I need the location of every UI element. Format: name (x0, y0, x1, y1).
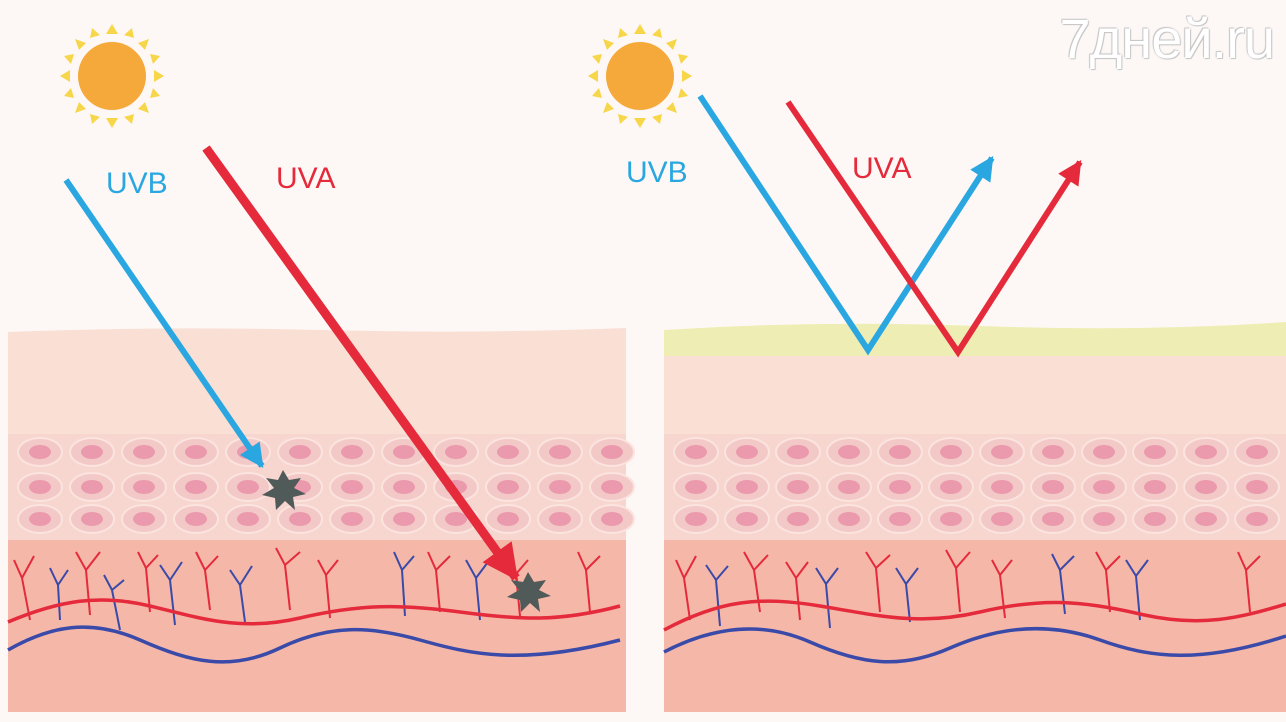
cell-nucleus (497, 480, 519, 494)
cell-nucleus (393, 512, 415, 526)
cell-nucleus (237, 480, 259, 494)
cell-nucleus (1042, 480, 1064, 494)
left-dermis (8, 540, 626, 712)
cell-nucleus (393, 445, 415, 459)
cell-nucleus (1144, 512, 1166, 526)
cell-nucleus (1093, 480, 1115, 494)
left-uva-label: UVA (276, 162, 335, 195)
cell-nucleus (29, 480, 51, 494)
left-uvb-label: UVB (106, 167, 168, 200)
cell-nucleus (1246, 445, 1268, 459)
cell-nucleus (133, 480, 155, 494)
cell-nucleus (736, 480, 758, 494)
cell-nucleus (549, 480, 571, 494)
cell-nucleus (185, 512, 207, 526)
cell-nucleus (81, 445, 103, 459)
right-artery (663, 599, 1286, 632)
cell-nucleus (497, 512, 519, 526)
cell-nucleus (29, 512, 51, 526)
cell-nucleus (736, 512, 758, 526)
right-uvb-label: UVB (626, 156, 688, 189)
cell-nucleus (549, 445, 571, 459)
right-sun-icon (588, 24, 692, 128)
cell-nucleus (736, 445, 758, 459)
cell-nucleus (838, 445, 860, 459)
cell-nucleus (601, 445, 623, 459)
cell-nucleus (445, 445, 467, 459)
cell-nucleus (289, 512, 311, 526)
cell-nucleus (940, 512, 962, 526)
cell-nucleus (1195, 512, 1217, 526)
cell-nucleus (601, 480, 623, 494)
cell-nucleus (889, 480, 911, 494)
right-capillaries (675, 549, 1261, 629)
cell-nucleus (1246, 512, 1268, 526)
cell-nucleus (1042, 512, 1064, 526)
cell-nucleus (133, 445, 155, 459)
cell-nucleus (497, 445, 519, 459)
cell-nucleus (838, 480, 860, 494)
left-uvb-ray (63, 178, 265, 468)
right-vein (663, 626, 1286, 664)
cell-nucleus (29, 445, 51, 459)
cell-nucleus (601, 512, 623, 526)
sunscreen-layer (664, 322, 1286, 360)
cell-nucleus (1042, 445, 1064, 459)
cell-nucleus (133, 512, 155, 526)
cell-nucleus (991, 512, 1013, 526)
left-skin (7, 328, 635, 712)
cell-nucleus (1144, 445, 1166, 459)
cell-nucleus (889, 512, 911, 526)
cell-nucleus (445, 512, 467, 526)
cell-nucleus (685, 480, 707, 494)
cell-nucleus (81, 512, 103, 526)
cell-nucleus (1246, 480, 1268, 494)
cell-nucleus (991, 445, 1013, 459)
cell-nucleus (185, 480, 207, 494)
cell-nucleus (341, 445, 363, 459)
cell-nucleus (289, 445, 311, 459)
cell-nucleus (787, 480, 809, 494)
left-cells (17, 437, 635, 534)
left-epidermis (8, 328, 626, 440)
right-uva-ray (785, 100, 1083, 358)
left-uva-ray (202, 145, 520, 581)
cell-nucleus (787, 445, 809, 459)
cell-nucleus (1144, 480, 1166, 494)
cell-nucleus (838, 512, 860, 526)
left-artery (7, 598, 621, 626)
site-watermark: 7дней.ru (1059, 7, 1275, 70)
cell-nucleus (1093, 445, 1115, 459)
cell-nucleus (940, 480, 962, 494)
cell-nucleus (787, 512, 809, 526)
cell-nucleus (1093, 512, 1115, 526)
cell-nucleus (991, 480, 1013, 494)
right-epidermis (664, 356, 1286, 438)
right-skin (663, 322, 1286, 712)
cell-nucleus (889, 445, 911, 459)
left-sun-icon (60, 24, 164, 128)
right-uva-label: UVA (852, 152, 911, 185)
right-cells (673, 437, 1280, 534)
cell-nucleus (940, 445, 962, 459)
cell-nucleus (1195, 445, 1217, 459)
right-dermis (664, 540, 1286, 712)
cell-nucleus (341, 480, 363, 494)
dermis-damage-icon (507, 572, 551, 612)
cell-nucleus (685, 512, 707, 526)
cell-nucleus (81, 480, 103, 494)
right-uvb-ray (697, 94, 995, 356)
cell-nucleus (341, 512, 363, 526)
cell-nucleus (549, 512, 571, 526)
epidermis-damage-icon (262, 470, 306, 510)
cell-nucleus (185, 445, 207, 459)
cell-nucleus (393, 480, 415, 494)
cell-nucleus (1195, 480, 1217, 494)
left-vein (7, 625, 621, 664)
cell-nucleus (685, 445, 707, 459)
cell-nucleus (237, 512, 259, 526)
